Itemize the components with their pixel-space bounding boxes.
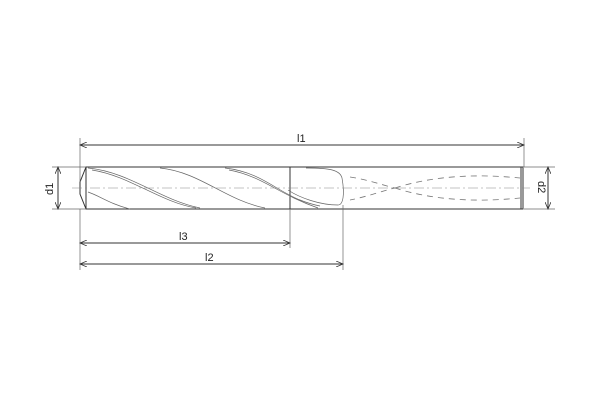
dimension-label-l1: l1	[297, 133, 306, 145]
dimension-label-l2: l2	[205, 252, 214, 264]
dimension-l2: l2	[80, 205, 343, 270]
dimension-l1: l1	[80, 133, 524, 182]
dimension-l3: l3	[80, 209, 290, 270]
dimension-d2: d2	[524, 167, 555, 209]
drill-body	[72, 166, 530, 210]
dimension-label-d1: d1	[44, 183, 56, 195]
dimension-label-d2: d2	[535, 181, 547, 193]
dimension-d1: d1	[44, 167, 86, 209]
dimension-label-l3: l3	[179, 231, 188, 243]
